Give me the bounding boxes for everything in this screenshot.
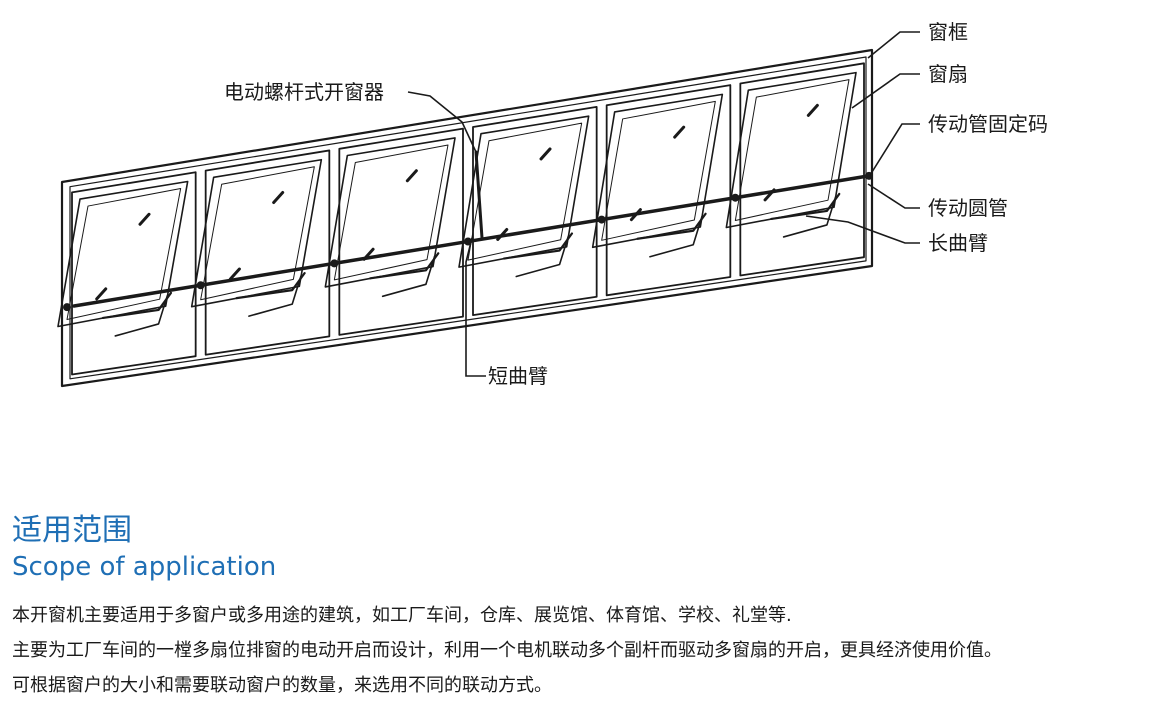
label-short-arm: 短曲臂	[488, 364, 548, 388]
window-sash	[725, 71, 857, 229]
short-arm	[782, 196, 837, 238]
short-arm	[248, 275, 302, 317]
window-bay	[71, 171, 197, 376]
sash-glass	[66, 188, 182, 321]
window-sash	[591, 93, 724, 249]
sash-glass	[333, 144, 449, 281]
window-sash	[57, 180, 189, 328]
glare-mark	[138, 212, 151, 226]
window-frame-drawing	[57, 48, 874, 388]
glare-mark	[539, 147, 552, 161]
leader-tube	[867, 183, 920, 209]
glare-mark	[228, 267, 241, 281]
glare-mark	[806, 103, 819, 117]
window-bay	[472, 105, 598, 317]
glare-mark	[95, 287, 108, 301]
window-bay	[338, 127, 464, 336]
leader-frame	[867, 31, 920, 59]
sash-glass	[601, 100, 716, 241]
tube-clamp	[330, 259, 339, 268]
leader-short-arm	[465, 237, 486, 377]
leader-clamp	[871, 123, 920, 173]
label-sash: 窗扇	[928, 62, 968, 86]
label-opener: 电动螺杆式开窗器	[224, 80, 384, 104]
sash-glass	[734, 79, 850, 222]
window-sash	[458, 115, 590, 268]
long-arm	[770, 192, 841, 221]
scope-section: 适用范围 Scope of application 本开窗机主要适用于多窗户或多…	[12, 512, 1142, 703]
glare-mark	[405, 169, 418, 183]
short-arm	[114, 295, 169, 337]
paragraph-2: 主要为工厂车间的一樘多扇位排窗的电动开启而设计，利用一个电机联动多个副杆而驱动多…	[12, 640, 1002, 661]
screw-opener	[474, 150, 484, 240]
sash-glass	[467, 122, 583, 261]
leader-lines	[407, 31, 920, 377]
paragraph-1: 本开窗机主要适用于多窗户或多用途的建筑，如工厂车间，仓库、展览馆、体育馆、学校、…	[12, 605, 792, 626]
tube-clamp	[865, 171, 873, 180]
short-arm	[649, 215, 703, 258]
outer-frame	[60, 48, 874, 388]
window-opener-diagram: 窗框 窗扇 传动管固定码 传动圆管 长曲臂 电动螺杆式开窗器 短曲臂	[57, 20, 1048, 388]
leader-opener	[407, 91, 477, 153]
short-arm	[381, 255, 436, 298]
tube-clamp	[731, 193, 740, 202]
window-sash	[190, 158, 323, 308]
glare-mark	[272, 191, 285, 205]
section-title-en: Scope of application	[12, 552, 277, 582]
section-title-cn: 适用范围	[12, 513, 132, 548]
label-frame: 窗框	[928, 20, 968, 44]
short-arm	[515, 235, 570, 278]
window-bay	[204, 149, 331, 356]
tube-clamp	[63, 303, 71, 312]
sash-glass	[200, 166, 315, 301]
leader-long-arm	[805, 215, 920, 244]
label-long-arm: 长曲臂	[928, 231, 988, 255]
window-sash	[324, 137, 456, 288]
glare-mark	[673, 125, 686, 139]
label-tube-clamp: 传动管固定码	[928, 112, 1048, 136]
outer-frame-inner	[69, 56, 867, 380]
label-tube: 传动圆管	[928, 196, 1008, 220]
tube-clamp	[196, 281, 205, 290]
leader-sash	[851, 73, 920, 109]
paragraph-3: 可根据窗户的大小和需要联动窗户的数量，来选用不同的联动方式。	[12, 675, 552, 696]
window-bay	[605, 84, 732, 297]
long-arm	[636, 212, 707, 240]
long-arm	[502, 232, 574, 260]
window-bay	[739, 62, 865, 277]
tube-clamp	[597, 215, 606, 224]
